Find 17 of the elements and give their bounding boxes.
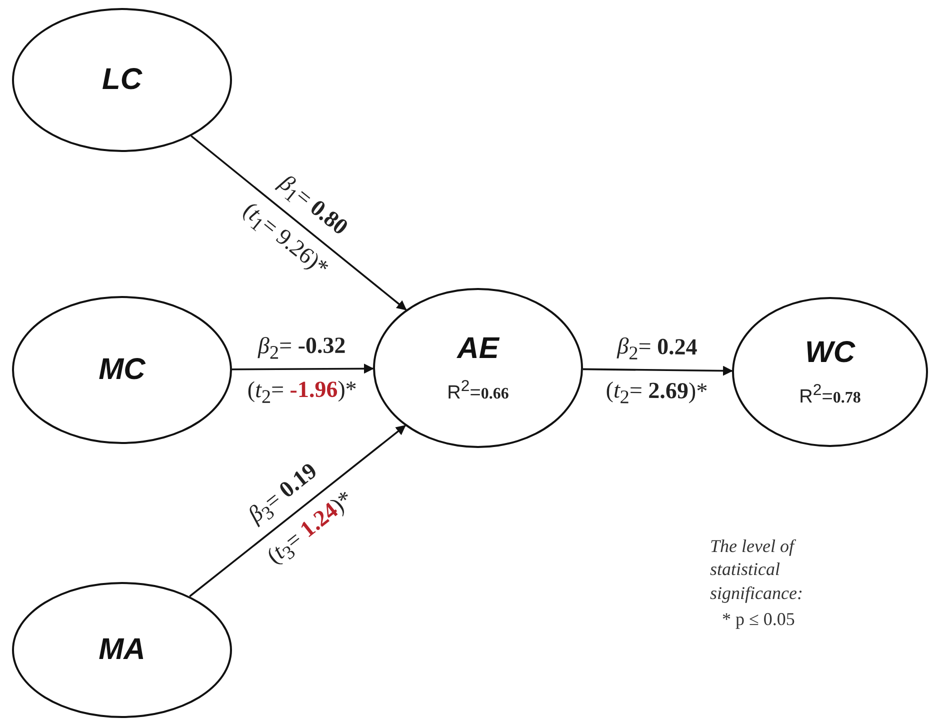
r-squared-value: R$^{2}$=0.78: [799, 382, 861, 408]
significance-note: The level of statistical significance:: [710, 535, 804, 605]
arrow: [582, 366, 733, 376]
arrow: [189, 424, 406, 598]
t-statistic: (t$_{2}$= -1.96)*: [248, 376, 358, 409]
construct-name: AE: [457, 332, 499, 366]
significance-note: * p ≤ 0.05: [722, 608, 796, 631]
r-squared-value: R$^{2}$=0.66: [447, 378, 509, 404]
path-coefficient: β$_{2}$= -0.32: [258, 332, 346, 365]
construct-name: MA: [98, 633, 146, 667]
path-coefficient: β$_{2}$= 0.24: [618, 334, 698, 366]
construct-name: LC: [102, 63, 142, 97]
construct-name: MC: [98, 353, 146, 387]
arrow: [190, 135, 407, 310]
construct-name: WC: [805, 336, 855, 370]
arrow: [232, 364, 374, 374]
t-statistic: (t$_{2}$= 2.69)*: [606, 377, 708, 410]
